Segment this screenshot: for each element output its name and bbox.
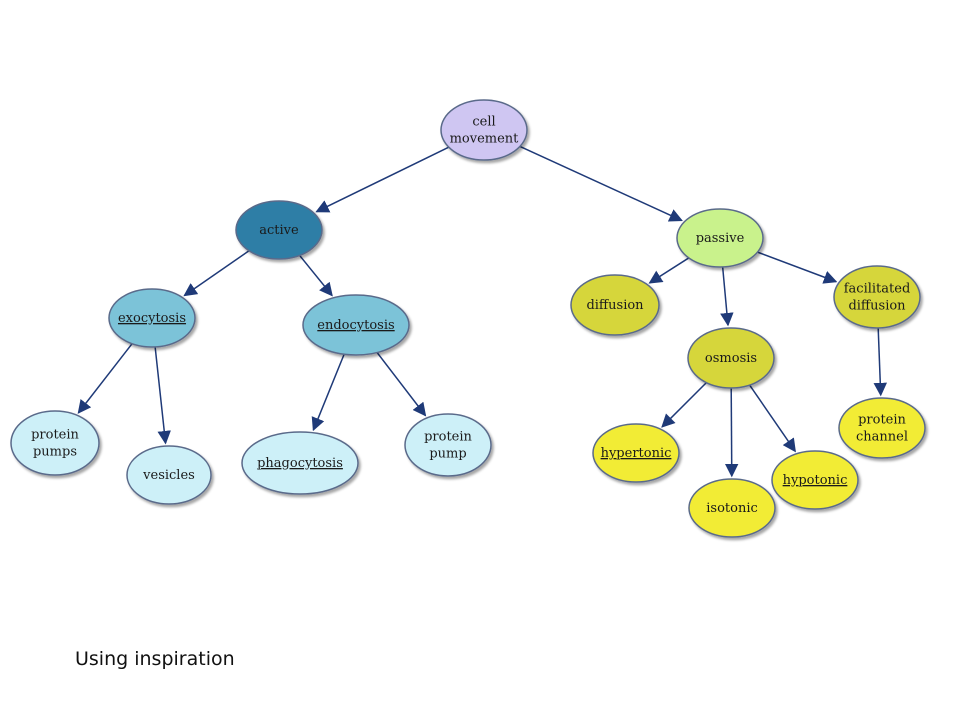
node-passive: passive	[676, 208, 764, 268]
node-isotonic-ellipse	[688, 478, 776, 538]
edge-osmosis-to-hypertonic	[661, 382, 707, 428]
node-hypotonic: hypotonic	[771, 450, 859, 510]
node-protein-channel-label: channel	[856, 430, 908, 445]
nodes: cell movement active passive exocytosis endoc…	[10, 99, 926, 538]
node-protein-pump-label: pump	[429, 447, 466, 462]
edge-cell-movement-to-passive	[519, 145, 683, 222]
edge-cell-movement-to-active	[315, 146, 450, 213]
node-facilitated-diffusion-label: facilitated	[844, 282, 911, 297]
node-active: active	[235, 200, 323, 260]
node-osmosis-label: osmosis	[705, 351, 757, 366]
node-phagocytosis-label: phagocytosis	[257, 456, 343, 471]
node-cell-movement-ellipse	[440, 99, 528, 161]
edge-osmosis-to-hypotonic	[749, 384, 796, 453]
node-hypotonic-ellipse	[771, 450, 859, 510]
node-vesicles-ellipse	[126, 445, 212, 505]
node-hypertonic: hypertonic	[592, 423, 680, 483]
node-protein-pump-label: protein	[424, 430, 472, 445]
node-cell-movement: cell movement	[440, 99, 528, 161]
edge-active-to-exocytosis	[183, 250, 250, 297]
node-diffusion: diffusion	[570, 274, 660, 336]
node-osmosis: osmosis	[687, 327, 775, 389]
edge-exocytosis-to-vesicles	[154, 346, 171, 445]
node-osmosis-ellipse	[687, 327, 775, 389]
node-hypotonic-label: hypotonic	[783, 473, 848, 488]
node-endocytosis-label: endocytosis	[317, 318, 394, 333]
node-facilitated-diffusion-ellipse	[833, 265, 921, 329]
node-passive-ellipse	[676, 208, 764, 268]
node-endocytosis: endocytosis	[302, 294, 410, 356]
edge-facilitated-diffusion-to-protein-channel	[873, 327, 888, 397]
edges	[77, 145, 888, 478]
node-facilitated-diffusion-label: diffusion	[848, 299, 906, 314]
node-vesicles: vesicles	[126, 445, 212, 505]
node-facilitated-diffusion: facilitated diffusion	[833, 265, 921, 329]
node-protein-pump-ellipse	[404, 413, 492, 477]
node-exocytosis-ellipse	[108, 288, 196, 348]
node-exocytosis-label: exocytosis	[118, 311, 186, 326]
edge-passive-to-osmosis	[720, 266, 734, 327]
node-passive-label: passive	[696, 231, 745, 246]
node-protein-pumps-label: protein	[31, 428, 79, 443]
node-protein-pumps-label: pumps	[33, 445, 77, 460]
node-isotonic-label: isotonic	[706, 501, 758, 516]
node-phagocytosis: phagocytosis	[241, 431, 359, 495]
node-hypertonic-ellipse	[592, 423, 680, 483]
caption: Using inspiration	[75, 648, 235, 670]
node-hypertonic-label: hypertonic	[601, 446, 672, 461]
node-diffusion-label: diffusion	[586, 298, 644, 313]
node-cell-movement-label: cell	[472, 115, 495, 130]
edge-endocytosis-to-protein-pump	[376, 352, 427, 417]
node-active-ellipse	[235, 200, 323, 260]
edge-exocytosis-to-protein-pumps	[77, 343, 133, 414]
edge-endocytosis-to-phagocytosis	[311, 353, 345, 432]
node-protein-channel-ellipse	[838, 397, 926, 459]
node-protein-channel: protein channel	[838, 397, 926, 459]
node-protein-channel-label: protein	[858, 413, 906, 428]
edge-osmosis-to-isotonic	[724, 387, 739, 478]
node-isotonic: isotonic	[688, 478, 776, 538]
edge-passive-to-diffusion	[648, 257, 690, 284]
node-endocytosis-ellipse	[302, 294, 410, 356]
node-protein-pumps: protein pumps	[10, 410, 100, 476]
edge-passive-to-facilitated-diffusion	[757, 251, 838, 284]
node-exocytosis: exocytosis	[108, 288, 196, 348]
node-protein-pump: protein pump	[404, 413, 492, 477]
node-phagocytosis-ellipse	[241, 431, 359, 495]
node-diffusion-ellipse	[570, 274, 660, 336]
edge-active-to-endocytosis	[299, 254, 333, 297]
node-cell-movement-label: movement	[450, 132, 520, 147]
node-vesicles-label: vesicles	[142, 468, 195, 483]
node-active-label: active	[259, 223, 299, 238]
node-protein-pumps-ellipse	[10, 410, 100, 476]
